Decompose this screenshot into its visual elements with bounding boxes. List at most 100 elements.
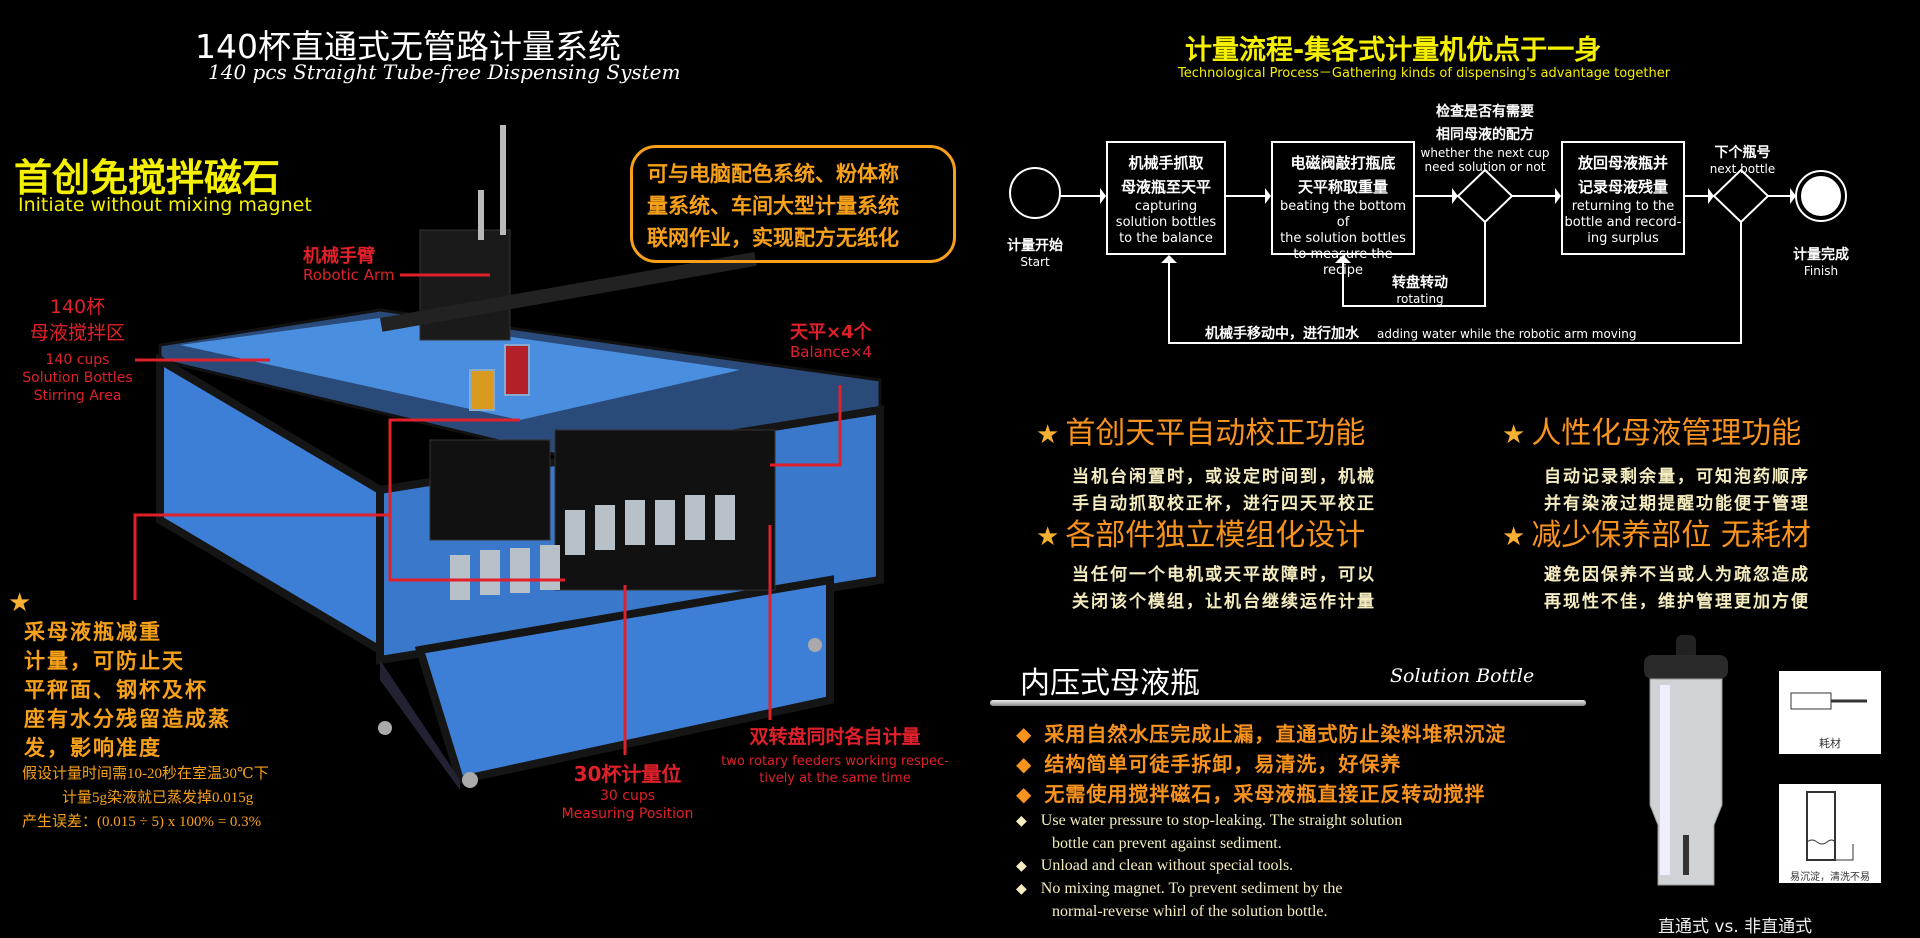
check-label: 检查是否有需要 相同母液的配方 whether the next cup nee… — [1420, 100, 1550, 174]
feature-line: 当任何一个电机或天平故障时，可以 — [1072, 565, 1376, 585]
robotic-arm-en: Robotic Arm — [303, 266, 395, 284]
label-zh: 计量开始 — [1007, 238, 1063, 254]
balance-en: Balance×4 — [790, 343, 872, 361]
bullet-text: normal-reverse whirl of the solution bot… — [1052, 903, 1328, 920]
label-zh: 母液搅拌区 — [29, 322, 125, 344]
label-zh: 双转盘同时各自计量 — [749, 726, 921, 748]
diamond-icon: ◆ — [1016, 859, 1027, 874]
note-line: 发，影响准度 — [24, 736, 162, 760]
flow-step-return: 放回母液瓶并 记录母液残量 returning to the bottle an… — [1561, 141, 1685, 255]
bottle-bullets-zh: ◆采用自然水压完成止漏，直通式防止染料堆积沉淀 ◆结构简单可徒手拆卸，易清洗，好… — [1016, 719, 1506, 809]
container-drawing — [1806, 791, 1854, 861]
measuring-position-label: 30杯计量位 30 cups Measuring Position — [545, 758, 710, 823]
flow-subtitle: Technological Process－Gathering kinds of… — [1178, 66, 1671, 81]
flow-step-capture: 机械手抓取 母液瓶至天平 capturing solution bottles … — [1106, 141, 1226, 255]
feature-line: 当机台闲置时，或设定时间到，机械 — [1072, 467, 1376, 487]
star-icon: ★ — [1502, 420, 1526, 450]
step-en: to measure the recipe — [1293, 247, 1393, 278]
label-zh: 相同母液的配方 — [1436, 127, 1534, 143]
diamond-icon: ◆ — [1016, 722, 1033, 746]
non-straight-figure: 易沉淀，清洗不易 — [1779, 784, 1881, 883]
dispensing-machine — [156, 125, 884, 790]
diamond-icon: ◆ — [1016, 882, 1027, 897]
step-en: the solution bottles — [1280, 231, 1406, 246]
start-label: 计量开始 Start — [1000, 235, 1070, 269]
bubble-line: 联网作业，实现配方无纸化 — [647, 226, 899, 250]
step-en: bottle and record- — [1564, 215, 1682, 230]
solution-bottle-image — [1644, 635, 1728, 886]
feature-line: 关闭该个模组，让机台继续运作计量 — [1072, 592, 1376, 612]
label-zh: 30杯计量位 — [573, 762, 682, 786]
feature-line: 避免因保养不当或人为疏忽造成 — [1544, 565, 1810, 585]
bottle-bullets-en: ◆ Use water pressure to stop-leaking. The… — [1016, 810, 1402, 923]
bullet-text: 结构简单可徒手拆卸，易清洗，好保养 — [1044, 752, 1402, 776]
calc-line: 假设计量时间需10-20秒在室温30℃下 — [22, 766, 269, 782]
headline-en: Initiate without mixing magnet — [18, 194, 312, 216]
bullet-text: bottle can prevent against sediment. — [1052, 835, 1282, 852]
machine-illustration — [133, 125, 884, 790]
step-zh: 天平称取重量 — [1297, 178, 1388, 196]
bullet-text: 无需使用搅拌磁石，采母液瓶直接正反转动搅拌 — [1044, 782, 1486, 806]
feature-line: 自动记录剩余量，可知泡药顺序 — [1544, 467, 1810, 487]
bullet-text: No mixing magnet. To prevent sediment by… — [1040, 880, 1343, 897]
label-en: Finish — [1803, 264, 1839, 278]
label-en: tively at the same time — [759, 771, 911, 786]
note-line: 平秤面、钢杯及杯 — [24, 678, 208, 702]
main-subtitle: 140 pcs Straight Tube-free Dispensing Sy… — [208, 60, 681, 84]
decision-diamond — [1712, 168, 1770, 224]
step-en: returning to the — [1571, 199, 1675, 214]
label-en: 30 cups — [599, 788, 655, 804]
feature-low-maintenance: ★减少保养部位 无耗材 避免因保养不当或人为疏忽造成再现性不佳，维护管理更加方便 — [1502, 510, 1811, 616]
label-en: rotating — [1396, 292, 1444, 306]
note-line: 采母液瓶减重 — [24, 620, 162, 644]
feature-line: 手自动抓取校正杯，进行四天平校正 — [1072, 494, 1376, 514]
next-bottle-label: 下个瓶号 next bottle — [1705, 142, 1780, 176]
bubble-line: 量系统、车间大型计量系统 — [647, 194, 899, 218]
step-en: capturing — [1134, 199, 1198, 214]
flowchart-connectors — [1009, 167, 1847, 344]
step-en: beating the bottom of — [1279, 199, 1407, 230]
speech-bubble: 可与电脑配色系统、粉体称 量系统、车间大型计量系统 联网作业，实现配方无纸化 — [630, 145, 956, 263]
feature-title: 各部件独立模组化设计 — [1065, 518, 1366, 553]
label-en: 140 cups — [45, 352, 110, 368]
feature-title: 人性化母液管理功能 — [1531, 416, 1802, 451]
balance-zh: 天平×4个 — [790, 322, 872, 343]
divider — [990, 700, 1586, 706]
label-en: adding water while the robotic arm movin… — [1377, 327, 1637, 341]
step-zh: 放回母液瓶并 — [1577, 154, 1668, 172]
feature-solution-management: ★人性化母液管理功能 自动记录剩余量，可知泡药顺序并有染液过期提醒功能便于管理 — [1502, 408, 1810, 518]
stirring-area-label: 140杯 母液搅拌区 140 cups Solution Bottles Sti… — [10, 292, 145, 405]
calc-line: 产生误差：(0.015 ÷ 5) x 100% = 0.3% — [22, 814, 262, 830]
compare-caption: 直通式 vs. 非直通式 — [1658, 917, 1813, 937]
label-zh: 转盘转动 — [1392, 275, 1448, 291]
step-zh: 母液瓶至天平 — [1120, 178, 1211, 196]
label-en: two rotary feeders working respec- — [721, 754, 949, 769]
label-en: Start — [1020, 255, 1050, 269]
step-zh: 电磁阀敲打瓶底 — [1290, 154, 1396, 172]
label-en: Stirring Area — [33, 388, 122, 404]
rotary-label: 双转盘同时各自计量 two rotary feeders working res… — [705, 722, 965, 787]
error-calculation: 假设计量时间需10-20秒在室温30℃下 计量5g染液就已蒸发掉0.015g 产… — [22, 762, 269, 834]
label-zh: 下个瓶号 — [1714, 145, 1771, 161]
bullet-text: Use water pressure to stop-leaking. The … — [1040, 812, 1403, 829]
label-zh: 检查是否有需要 — [1436, 104, 1534, 120]
label-en: whether the next cup — [1420, 146, 1550, 160]
diamond-icon: ◆ — [1016, 814, 1027, 829]
figure-caption: 耗材 — [1819, 737, 1841, 750]
headline-zh: 首创免搅拌磁石 — [14, 156, 281, 200]
feature-line: 并有染液过期提醒功能便于管理 — [1544, 494, 1810, 514]
calc-line: 计量5g染液就已蒸发掉0.015g — [62, 790, 254, 806]
bottle-title-zh: 内压式母液瓶 — [1020, 666, 1200, 701]
flow-step-weigh: 电磁阀敲打瓶底 天平称取重量 beating the bottom of the… — [1271, 141, 1415, 278]
diamond-icon: ◆ — [1016, 752, 1033, 776]
finish-label: 计量完成 Finish — [1786, 244, 1856, 278]
step-en: ing surplus — [1587, 231, 1659, 246]
main-title: 140杯直通式无管路计量系统 — [195, 27, 621, 66]
label-en: Solution Bottles — [22, 370, 133, 386]
label-en: next bottle — [1709, 162, 1776, 176]
consumable-figure: 耗材 — [1779, 671, 1881, 754]
step-zh: 记录母液残量 — [1577, 178, 1668, 196]
star-icon: ★ — [1502, 522, 1526, 552]
rotating-label: 转盘转动 rotating — [1380, 272, 1460, 306]
